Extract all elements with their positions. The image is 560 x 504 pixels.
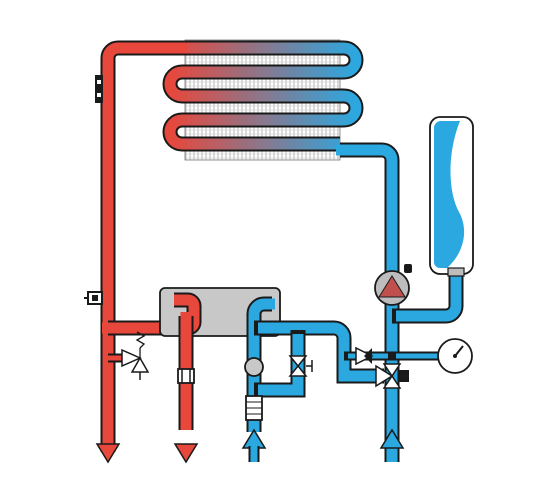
overheat-sensor-icon [84, 291, 103, 305]
hot-supply-arrow-icon [95, 443, 121, 464]
relief-valve-icon [121, 331, 150, 380]
temperature-sensor-icon [95, 75, 103, 103]
cold-water-inlet-pipe [246, 296, 384, 432]
flow-sensor-icon [177, 368, 195, 384]
vessel-icon [429, 116, 474, 277]
hot-supply-pipe [100, 40, 188, 452]
valve-icon [288, 355, 313, 377]
gauge-icon [437, 338, 473, 374]
check-valve-icon [355, 346, 374, 366]
hot-water-outlet-arrow-icon [173, 443, 199, 464]
three-way-valve-icon [375, 363, 409, 389]
filter-icon [245, 395, 263, 421]
return-inlet-arrow-icon [379, 428, 405, 449]
cold-inlet-sensor-icon [244, 357, 264, 377]
cold-water-inlet-arrow-icon [241, 428, 267, 462]
pump-icon [374, 264, 412, 306]
heat-exchanger-coil [164, 42, 362, 150]
main-heat-exchanger [162, 39, 364, 161]
